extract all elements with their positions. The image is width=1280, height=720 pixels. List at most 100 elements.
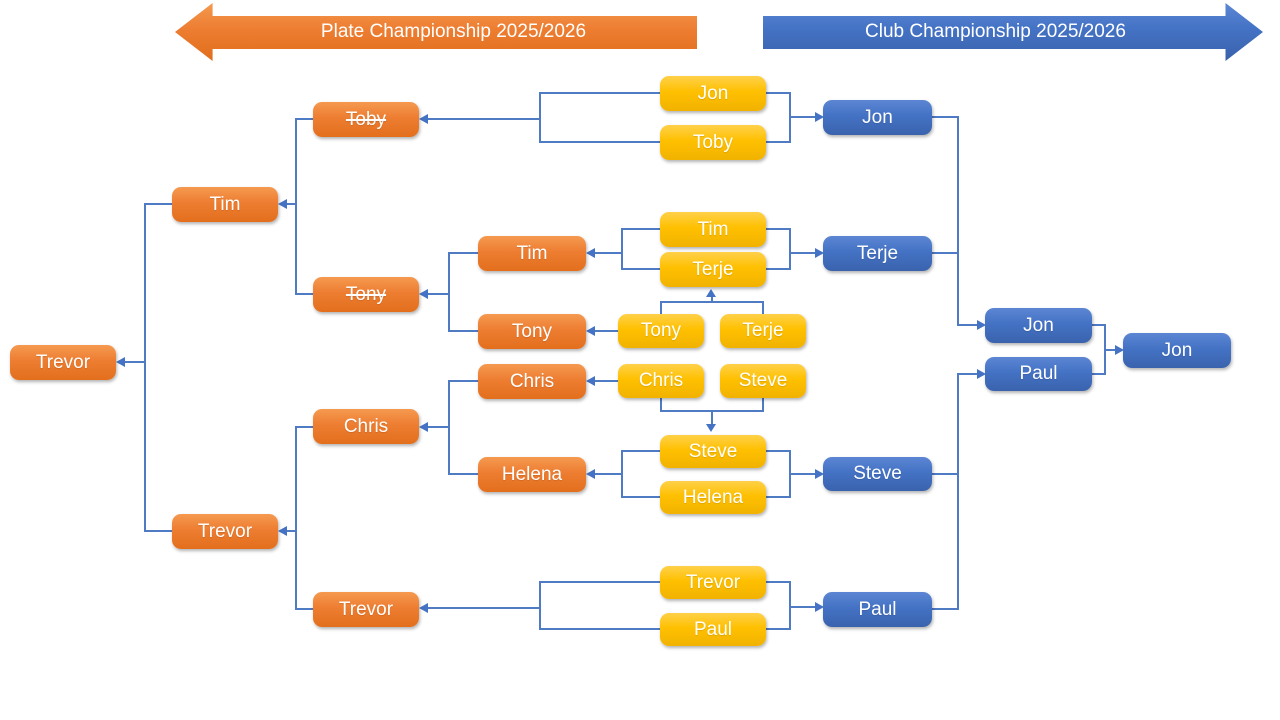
arrowhead-icon bbox=[815, 112, 824, 122]
connector-line bbox=[766, 141, 790, 143]
plate-sf-tony-struck: Tony bbox=[313, 277, 419, 312]
connector-line bbox=[789, 581, 791, 630]
connector-line bbox=[766, 450, 790, 452]
arrowhead-icon bbox=[815, 469, 824, 479]
connector-line bbox=[287, 203, 296, 205]
connector-line bbox=[449, 473, 478, 475]
connector-line bbox=[789, 252, 815, 254]
connector-line bbox=[448, 252, 450, 332]
connector-line bbox=[766, 228, 790, 230]
connector-line bbox=[145, 203, 172, 205]
connector-line bbox=[1104, 349, 1116, 351]
connector-line bbox=[932, 116, 958, 118]
prelim-steve: Steve bbox=[720, 364, 806, 398]
connector-line bbox=[789, 116, 815, 118]
plate-sf-chris: Chris bbox=[313, 409, 419, 444]
connector-line bbox=[1092, 324, 1106, 326]
arrowhead-icon bbox=[586, 376, 595, 386]
arrowhead-icon bbox=[419, 603, 428, 613]
club-sf-jon: Jon bbox=[985, 308, 1092, 343]
connector-line bbox=[622, 496, 660, 498]
connector-line bbox=[296, 118, 313, 120]
connector-line bbox=[448, 380, 450, 475]
arrowhead-icon bbox=[586, 469, 595, 479]
connector-line bbox=[766, 581, 790, 583]
connector-line bbox=[932, 473, 958, 475]
club-qf-paul: Paul bbox=[823, 592, 932, 627]
r1-jon: Jon bbox=[660, 76, 766, 111]
connector-line bbox=[621, 228, 623, 270]
connector-line bbox=[622, 450, 660, 452]
connector-line bbox=[539, 92, 541, 143]
plate-qf-helena: Helena bbox=[478, 457, 586, 492]
club-qf-steve: Steve bbox=[823, 457, 932, 491]
arrowhead-icon bbox=[116, 357, 125, 367]
connector-line bbox=[539, 581, 541, 630]
connector-line bbox=[296, 293, 313, 295]
r1-tim: Tim bbox=[660, 212, 766, 247]
connector-line bbox=[766, 268, 790, 270]
plate-qf-tim: Tim bbox=[478, 236, 586, 271]
connector-line bbox=[145, 530, 172, 532]
arrowhead-icon bbox=[706, 289, 716, 297]
plate-championship-banner: Plate Championship 2025/2026 bbox=[175, 3, 697, 61]
connector-line bbox=[449, 252, 478, 254]
connector-line bbox=[595, 252, 622, 254]
connector-line bbox=[957, 373, 959, 610]
connector-line bbox=[144, 203, 146, 532]
connector-line bbox=[428, 607, 540, 609]
club-championship-banner: Club Championship 2025/2026 bbox=[763, 3, 1263, 61]
arrowhead-icon bbox=[815, 602, 824, 612]
connector-line bbox=[762, 302, 764, 314]
arrowhead-icon bbox=[278, 199, 287, 209]
connector-line bbox=[595, 380, 618, 382]
plate-banner-label: Plate Championship 2025/2026 bbox=[320, 21, 587, 42]
connector-line bbox=[428, 118, 540, 120]
club-sf-paul: Paul bbox=[985, 357, 1092, 391]
connector-line bbox=[711, 411, 713, 424]
connector-line bbox=[540, 92, 660, 94]
connector-line bbox=[540, 581, 660, 583]
plate-winner-trevor: Trevor bbox=[10, 345, 116, 380]
connector-line bbox=[766, 496, 790, 498]
connector-line bbox=[957, 324, 977, 326]
connector-line bbox=[789, 473, 815, 475]
connector-line bbox=[428, 426, 449, 428]
arrowhead-icon bbox=[278, 526, 287, 536]
connector-line bbox=[428, 293, 449, 295]
connector-line bbox=[621, 450, 623, 498]
r1-toby: Toby bbox=[660, 125, 766, 160]
arrowhead-icon bbox=[419, 114, 428, 124]
prelim-terje: Terje bbox=[720, 314, 806, 348]
connector-line bbox=[932, 608, 958, 610]
connector-line bbox=[540, 628, 660, 630]
connector-line bbox=[660, 301, 764, 303]
connector-line bbox=[957, 116, 959, 326]
arrowhead-icon bbox=[586, 248, 595, 258]
connector-line bbox=[660, 302, 662, 314]
arrowhead-icon bbox=[586, 326, 595, 336]
plate-final-trevor: Trevor bbox=[172, 514, 278, 549]
arrowhead-icon bbox=[815, 248, 824, 258]
connector-line bbox=[540, 141, 660, 143]
connector-line bbox=[711, 297, 713, 302]
connector-line bbox=[766, 628, 790, 630]
connector-line bbox=[622, 228, 660, 230]
r1-trevor: Trevor bbox=[660, 566, 766, 599]
connector-line bbox=[957, 373, 977, 375]
arrowhead-icon bbox=[1115, 345, 1124, 355]
r1-terje: Terje bbox=[660, 252, 766, 287]
r1-paul: Paul bbox=[660, 613, 766, 646]
prelim-chris: Chris bbox=[618, 364, 704, 398]
club-qf-jon: Jon bbox=[823, 100, 932, 135]
connector-line bbox=[295, 118, 297, 295]
arrowhead-icon bbox=[977, 369, 986, 379]
arrowhead-icon bbox=[977, 320, 986, 330]
connector-line bbox=[449, 330, 478, 332]
connector-line bbox=[789, 228, 791, 270]
connector-line bbox=[295, 426, 297, 610]
connector-line bbox=[766, 92, 790, 94]
plate-qf-tony: Tony bbox=[478, 314, 586, 349]
club-banner-label: Club Championship 2025/2026 bbox=[865, 21, 1126, 42]
